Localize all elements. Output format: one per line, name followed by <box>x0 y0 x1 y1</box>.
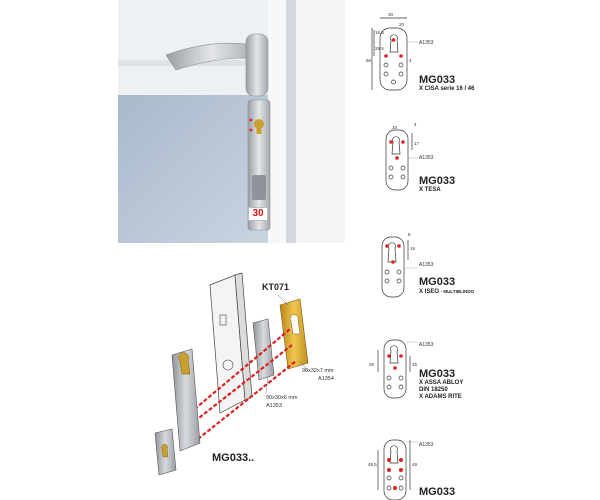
plate1-dim-a: 16.5 <box>375 30 384 35</box>
plate5-dim-a: 48.5 <box>368 462 377 467</box>
plate1-dim-hole: 4 <box>409 58 412 63</box>
silver-plate-ref: A1353 <box>266 403 282 409</box>
plate1-subtitle: X CISA serie 16 / 46 <box>419 86 475 92</box>
plate1-title: MG033 <box>419 74 456 86</box>
plate4-subtitle3: X ADAMS RITE <box>419 394 462 400</box>
plate2-dim-c: 17 <box>414 141 420 146</box>
plate1-dim-c: 28.5 <box>375 46 384 51</box>
plate-drawings <box>371 17 418 500</box>
plate2-ref: A1353 <box>419 155 434 161</box>
plate4-dim-b: 15 <box>412 362 418 367</box>
plate4-title: MG033 <box>419 368 456 380</box>
plate3-dim-b: 19 <box>410 246 416 251</box>
photo-size-tag: 30 <box>248 207 268 221</box>
plate4-dim-a: 26 <box>369 362 375 367</box>
plate2-dim-b: 4 <box>414 122 417 127</box>
plate2-dim-a: 10 <box>392 125 398 130</box>
plate5-title: MG033 <box>419 486 456 498</box>
plate4-subtitle2: DIN 18250 <box>419 387 448 393</box>
gold-plate-size: 90x32x7 mm <box>302 368 334 374</box>
plate1-dim-width: 30 <box>388 12 394 17</box>
product-photo <box>118 0 345 243</box>
plate4-subtitle: X ASSA ABLOY <box>419 380 464 386</box>
plate3-dim-a: 8 <box>408 232 411 237</box>
plate2-title: MG033 <box>419 175 456 187</box>
plate5-dim-b: 49 <box>412 462 418 467</box>
plate2-subtitle: X TESA <box>419 187 441 193</box>
plate1-dim-height: 96 <box>366 58 372 63</box>
plate4-ref: A1353 <box>419 342 434 348</box>
plate3-ref: A1353 <box>419 262 434 268</box>
plate5-ref: A1353 <box>419 442 434 448</box>
plate3-subtitle: X ISEO - MULTIBLINDO <box>419 289 475 295</box>
plate1-dim-b: 20 <box>399 22 405 27</box>
silver-plate-size: 90x30x6 mm <box>266 395 298 401</box>
plate3-title: MG033 <box>419 276 456 288</box>
kit-label: KT071 <box>262 282 290 292</box>
gold-plate-ref: A1354 <box>318 376 334 382</box>
exploded-view <box>154 272 309 476</box>
plate1-ref: A1353 <box>419 40 434 46</box>
exploded-caption: MG033.. <box>212 452 255 464</box>
